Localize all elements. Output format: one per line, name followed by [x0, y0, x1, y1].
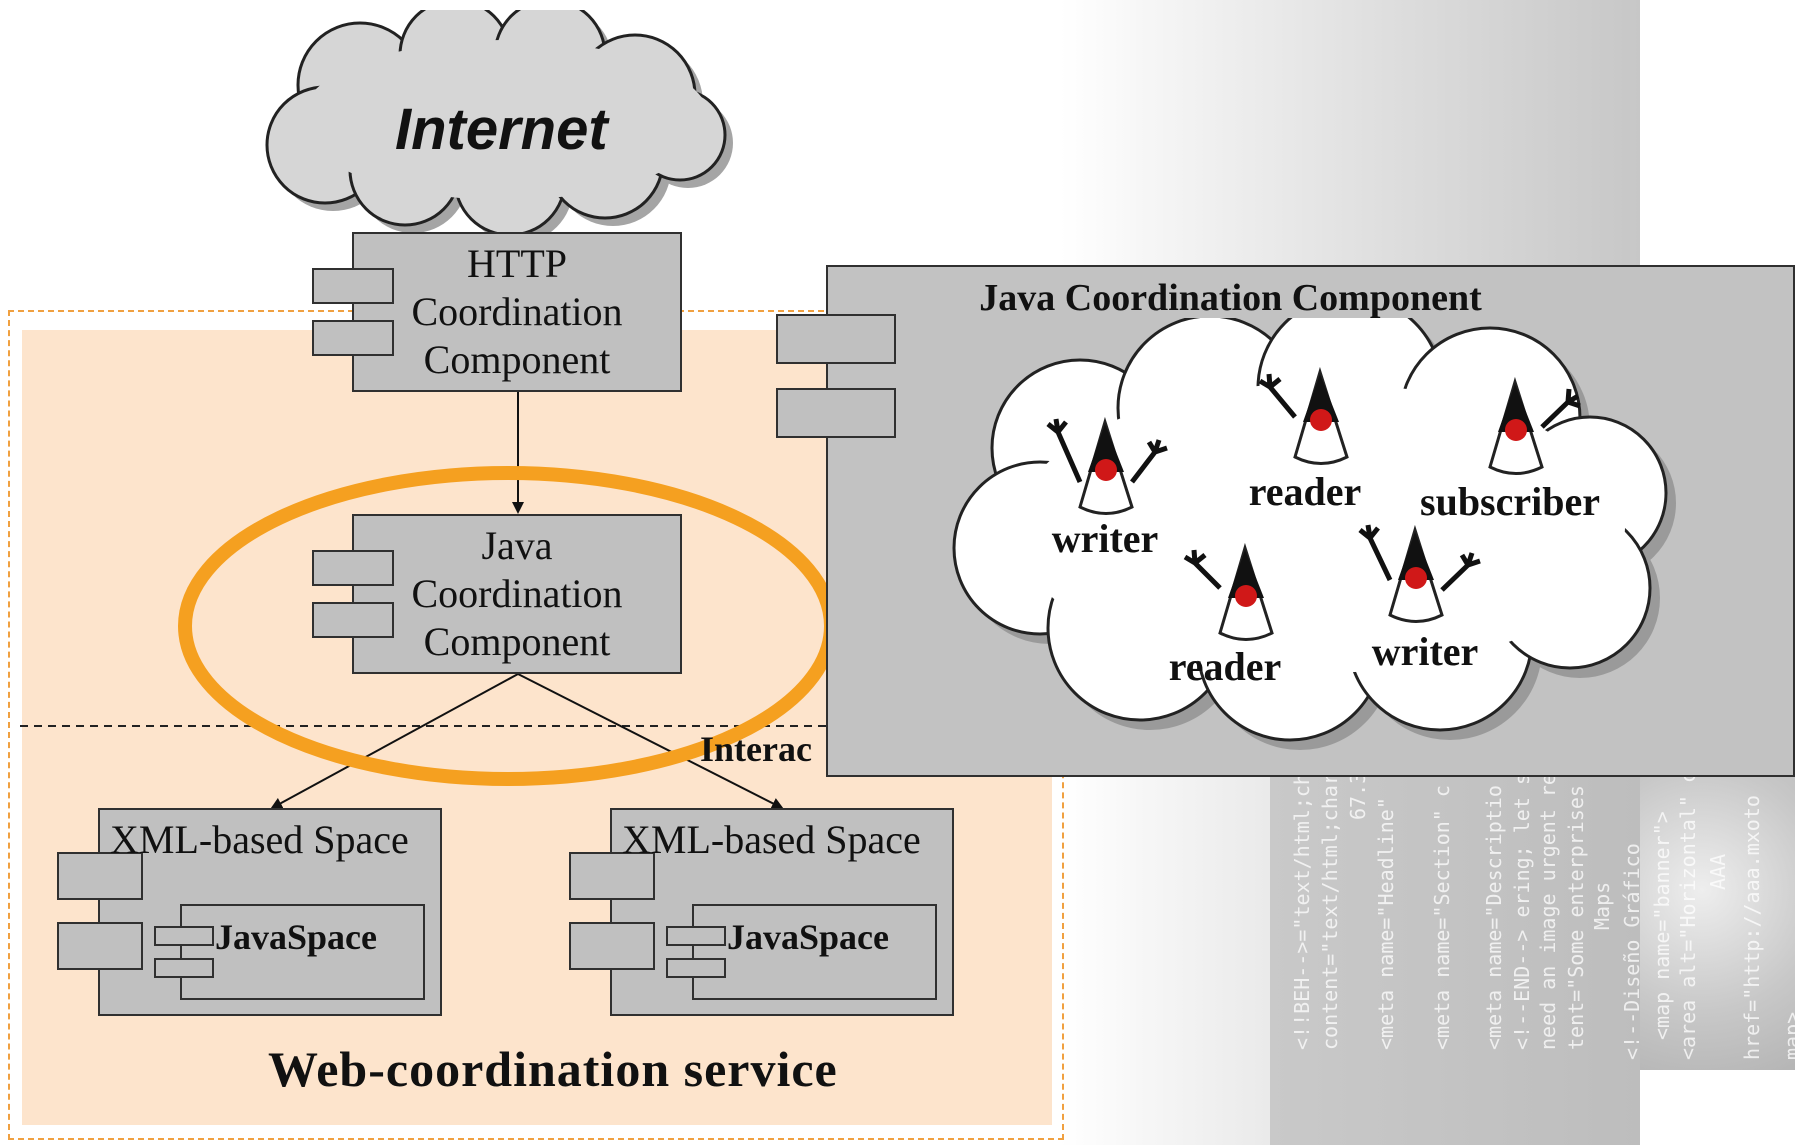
xml-space-title: XML-based Space [622, 817, 921, 862]
duke-mascot-icon [1358, 524, 1481, 623]
component-port [569, 852, 655, 900]
component-port [666, 926, 726, 946]
http-component-label: HTTP Coordination Component [387, 240, 647, 384]
component-port [569, 922, 655, 970]
component-port [154, 958, 214, 978]
javaspace-box [692, 904, 937, 1000]
actor-reader-label: reader [1168, 644, 1282, 689]
duke-mascot-icon [1258, 366, 1349, 465]
javaspace-label: JavaSpace [727, 917, 889, 957]
service-label: Web-coordination service [268, 1041, 838, 1097]
actor-reader-label: reader [1248, 469, 1362, 514]
internet-label: Internet [395, 97, 608, 162]
label-line: Coordination [411, 289, 623, 334]
jcc-panel-title: Java Coordination Component [979, 277, 1482, 319]
component-port [312, 320, 394, 356]
label-line: Coordination [411, 571, 623, 616]
javaspace-box [180, 904, 425, 1000]
component-port [666, 958, 726, 978]
javaspace-label: JavaSpace [215, 917, 377, 957]
java-to-space1-arrow [270, 673, 519, 809]
component-port [312, 268, 394, 304]
label-line: Component [423, 337, 611, 382]
label-line: Java [481, 523, 553, 568]
component-port [776, 388, 896, 438]
java-component-label: Java Coordination Component [387, 522, 647, 666]
http-coordination-component [352, 232, 682, 392]
java-to-space2-arrow [517, 673, 784, 809]
background-map-image [1640, 770, 1795, 1070]
component-port [312, 602, 394, 638]
duke-mascot-icon [1046, 416, 1168, 515]
label-line: HTTP [467, 241, 567, 286]
component-port [57, 922, 143, 970]
component-port [154, 926, 214, 946]
component-port [776, 314, 896, 364]
xml-space-title: XML-based Space [110, 817, 409, 862]
component-port [57, 852, 143, 900]
background-code-panel [1270, 770, 1640, 1145]
component-port [312, 550, 394, 586]
java-coordination-component [352, 514, 682, 674]
duke-mascot-icon [1488, 376, 1581, 475]
duke-mascot-icon [1183, 542, 1274, 641]
actor-writer-label: writer [1051, 516, 1159, 561]
internet-cloud-icon [265, 10, 733, 240]
interaction-label: Interac [700, 729, 812, 769]
tuple-space-cloud-icon [952, 318, 1676, 750]
label-line: Component [423, 619, 611, 664]
actor-writer-label: writer [1371, 629, 1479, 674]
actor-subscriber-label: subscriber [1420, 479, 1600, 524]
